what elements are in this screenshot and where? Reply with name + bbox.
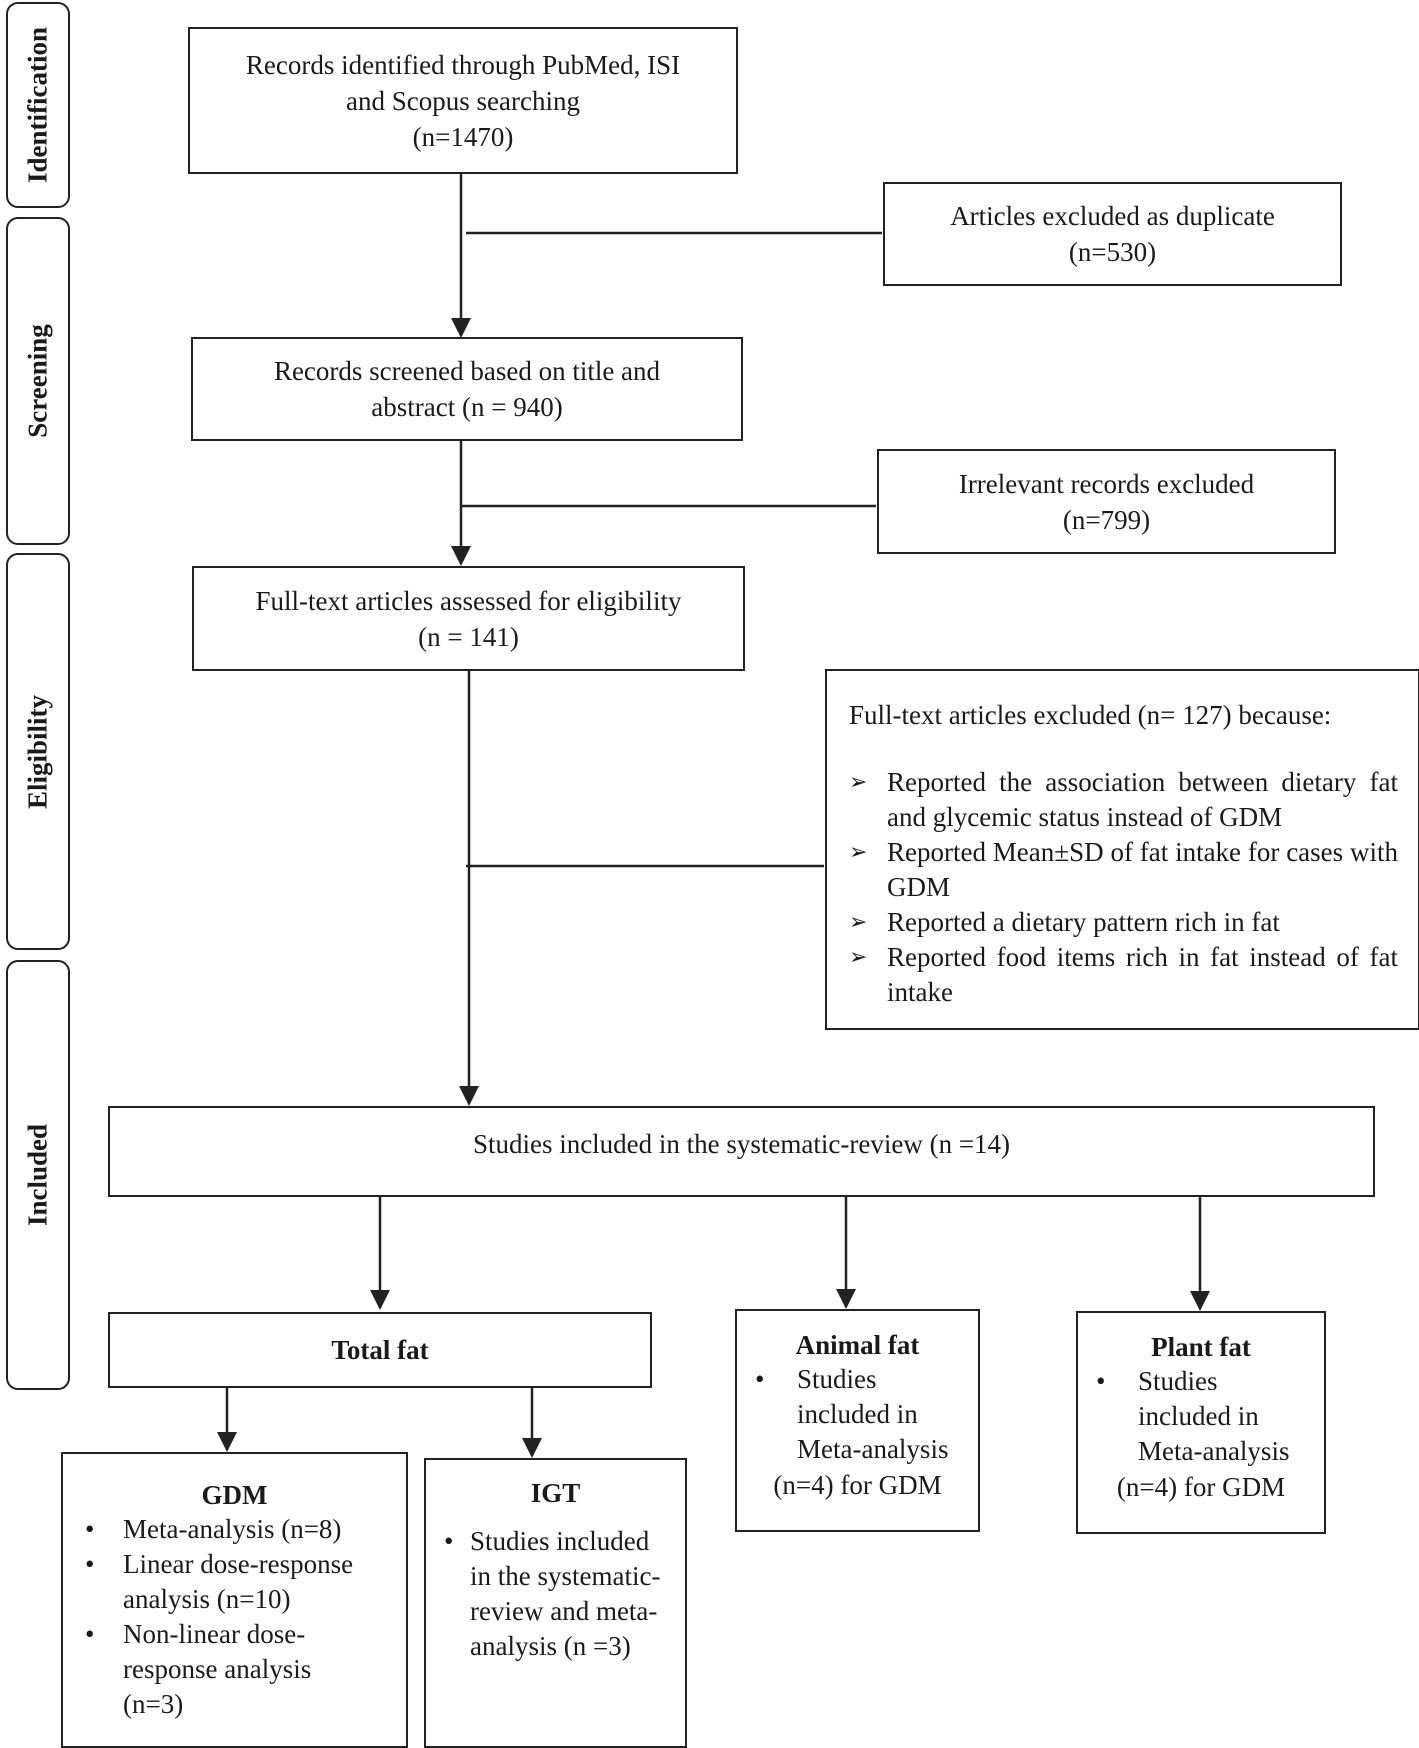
phase-included: Included: [6, 960, 70, 1390]
gdm-list: Meta-analysis (n=8) Linear dose-response…: [67, 1512, 406, 1722]
list-item: Non-linear dose- response analysis (n=3): [67, 1617, 406, 1722]
igt-list: Studies included in the systematic- revi…: [426, 1524, 685, 1664]
exclusion-reason: Reported food items rich in fat instead …: [849, 940, 1398, 1010]
duplicates-excluded-box: Articles excluded as duplicate (n=530): [883, 182, 1342, 286]
phase-identification: Identification: [6, 2, 70, 208]
total-fat-box: Total fat: [108, 1312, 652, 1388]
records-screened-box: Records screened based on title and abst…: [191, 337, 743, 441]
plant-fat-box: Plant fat Studies included in Meta-analy…: [1076, 1311, 1326, 1534]
exclusion-reason: Reported the association between dietary…: [849, 765, 1398, 835]
exclusion-reasons-list: Reported the association between dietary…: [849, 765, 1398, 1010]
exclusion-reason: Reported Mean±SD of fat intake for cases…: [849, 835, 1398, 905]
plant-fat-list: Studies included in Meta-analysis: [1078, 1364, 1324, 1469]
animal-fat-box: Animal fat Studies included in Meta-anal…: [735, 1309, 980, 1532]
phase-eligibility: Eligibility: [6, 553, 70, 950]
animal-fat-list: Studies included in Meta-analysis: [737, 1362, 978, 1467]
list-item: Meta-analysis (n=8): [67, 1512, 406, 1547]
fulltext-assessed-box: Full-text articles assessed for eligibil…: [192, 566, 745, 671]
list-item: Studies included in Meta-analysis: [1078, 1364, 1324, 1469]
fulltext-excluded-box: Full-text articles excluded (n= 127) bec…: [825, 669, 1419, 1030]
list-item: Studies included in Meta-analysis: [737, 1362, 978, 1467]
irrelevant-excluded-box: Irrelevant records excluded (n=799): [877, 449, 1336, 554]
fulltext-excluded-title: Full-text articles excluded (n= 127) bec…: [849, 700, 1332, 730]
exclusion-reason: Reported a dietary pattern rich in fat: [849, 905, 1398, 940]
studies-included-box: Studies included in the systematic-revie…: [108, 1106, 1375, 1197]
list-item: Linear dose-response analysis (n=10): [67, 1547, 406, 1617]
records-identified-box: Records identified through PubMed, ISI a…: [188, 27, 738, 174]
igt-box: IGT Studies included in the systematic- …: [424, 1458, 687, 1748]
list-item: Studies included in the systematic- revi…: [426, 1524, 685, 1664]
phase-screening: Screening: [6, 217, 70, 545]
gdm-box: GDM Meta-analysis (n=8) Linear dose-resp…: [61, 1452, 408, 1748]
